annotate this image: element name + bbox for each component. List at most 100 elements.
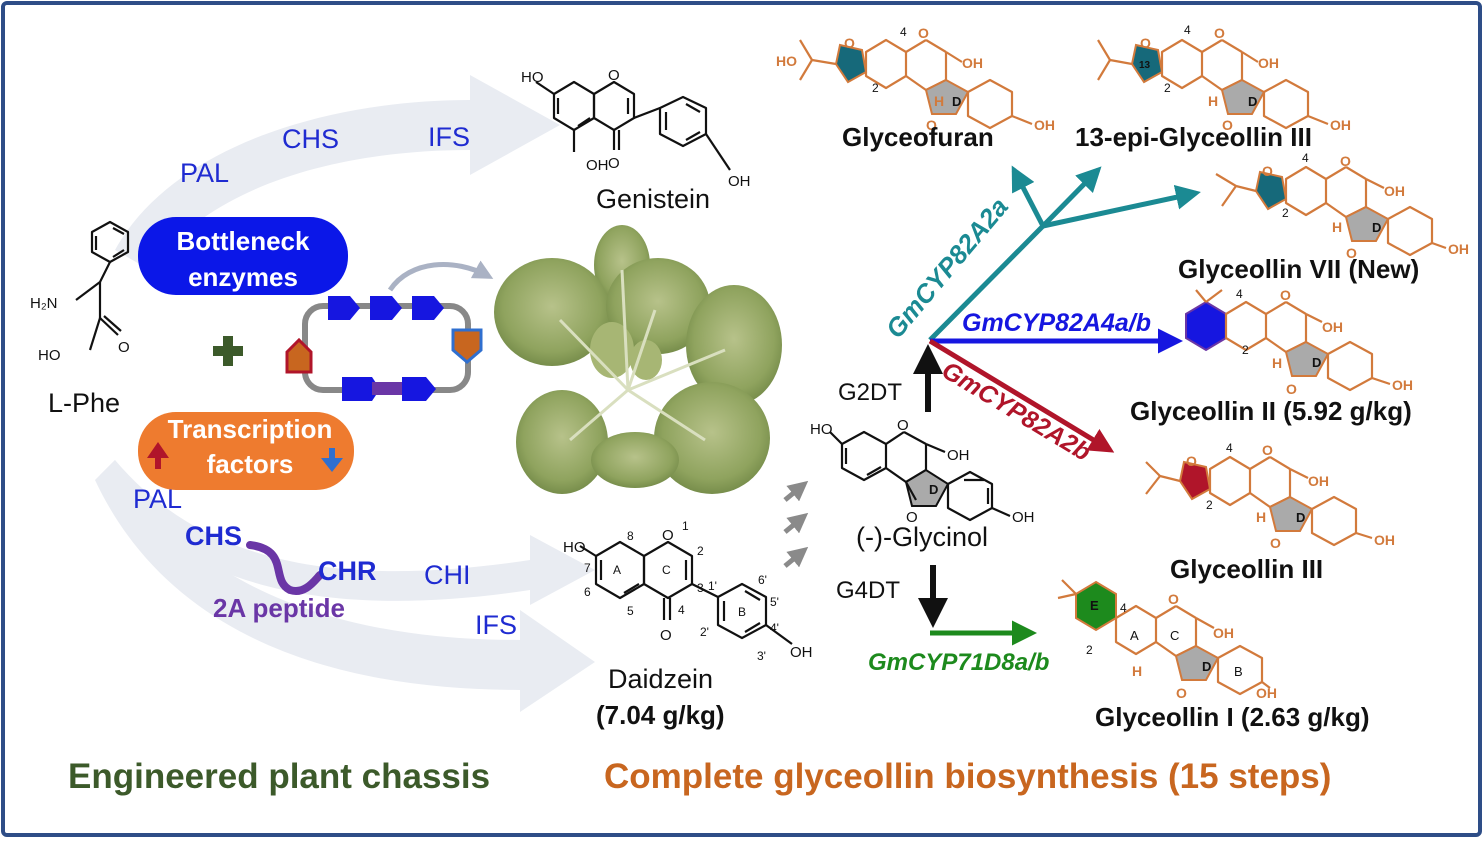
glycinol-oh-9: OH [1012,509,1035,526]
bottleneck-line1: Bottleneck [177,226,310,256]
daidzein-o1: O [662,527,674,544]
glycinol-ho: HO [810,421,833,438]
iii-h: H [1256,509,1266,525]
daidzein-n4p: 4' [770,621,779,635]
glyceollin-vii-label: Glyceollin VII (New) [1178,254,1419,284]
glyceollin-i-structure: O OH O OH H E A C D B 4 2 [1057,579,1277,701]
ii-o-ring: O [1280,287,1291,303]
bottleneck-line2: enzymes [188,262,298,292]
glyceofuran-structure: HO O O OH O OH H D 4 2 [776,25,1055,133]
cyp71d8ab-label: GmCYP71D8a/b [868,649,1049,676]
cyp82a2a-arrows [928,165,1201,342]
iii-o-furan2: O [1270,535,1281,551]
glycinol-oh-6a: OH [947,447,970,464]
iii-o-furan: O [1186,453,1197,469]
chi-label-bottom: CHI [424,560,471,590]
ii-o-furan2: O [1286,381,1297,397]
g4dt-label: G4DT [836,577,900,604]
epi-glyceollin-iii-label: 13-epi-Glyceollin III [1075,122,1312,152]
genistein-structure: HO O OH O OH [521,67,751,190]
vii-oh-9: OH [1448,241,1469,257]
glycinol-o-furan: O [906,509,918,526]
cyp82a4ab-label: GmCYP82A4a/b [962,309,1151,337]
glyceofuran-o-furan2: O [926,117,937,133]
daidzein-n8: 8 [627,529,634,543]
tf-line1: Transcription [168,414,333,444]
genistein-oh-5: OH [586,157,609,174]
glyceofuran-oh-9: OH [1034,117,1055,133]
iii-n2: 2 [1206,498,1213,512]
epi-n13: 13 [1139,60,1151,71]
daidzein-n6p: 6' [758,573,767,587]
cyp82a2b-arrow [928,338,1115,453]
upper-pathway-arrow [115,75,560,270]
i-h: H [1132,663,1142,679]
glycinol-o-ring: O [897,417,909,434]
vii-o-ring: O [1340,153,1351,169]
amine-atom: H₂N [30,295,58,312]
glyceofuran-label: Glyceofuran [842,122,994,152]
epi-o-ring: O [1214,25,1225,41]
tobacco-plant-image [494,225,782,494]
lower-pathway-arrow [95,460,595,712]
daidzein-n1: 1 [682,519,689,533]
glyceollin-i-label: Glyceollin I (2.63 g/kg) [1095,702,1370,732]
transcription-factors-pill [138,412,354,490]
iii-n4: 4 [1226,441,1233,455]
lower-pathway-arrow-inner [100,460,595,605]
glyceollin-ii-label: Glyceollin II (5.92 g/kg) [1130,396,1412,426]
daidzein-n1p: 1' [708,579,717,593]
i-o-ring: O [1168,591,1179,607]
hydroxyl-atom: HO [38,347,61,364]
plus-icon [213,336,243,366]
epi-o-furan2: O [1222,117,1233,133]
l-phe-structure: H₂N HO O [30,220,130,364]
daidzein-ring-b: B [738,605,746,619]
chs-label-top: CHS [282,124,339,154]
epi-o-furan: O [1140,35,1151,51]
daidzein-n7: 7 [584,561,591,575]
glyceofuran-n4: 4 [900,25,907,39]
daidzein-n5: 5 [627,604,634,618]
daidzein-n2p: 2' [700,625,709,639]
daidzein-ring-a: A [613,563,621,577]
iii-o-ring: O [1262,442,1273,458]
iii-oh-9: OH [1374,532,1395,548]
i-ring-c: C [1170,628,1179,643]
glyceollin-iii-label: Glyceollin III [1170,554,1323,584]
daidzein-n3: 3 [697,581,704,595]
daidzein-o4: O [660,627,672,644]
vii-n4: 4 [1302,151,1309,165]
g2dt-label: G2DT [838,379,902,406]
vii-ring-d: D [1372,220,1381,235]
glycinol-label: (-)-Glycinol [856,522,988,552]
genistein-o1: O [608,67,620,84]
genistein-o4: O [608,155,620,172]
genistein-label: Genistein [596,184,710,214]
peptide-label: 2A peptide [213,593,345,623]
daidzein-yield: (7.04 g/kg) [596,700,725,730]
footer-right-title: Complete glyceollin biosynthesis (15 ste… [604,757,1331,796]
iii-oh-6a: OH [1308,473,1329,489]
epi-n4: 4 [1184,23,1191,37]
i-ring-a: A [1130,628,1139,643]
glyceofuran-oh-6a: OH [962,55,983,71]
ii-n2: 2 [1242,343,1249,357]
genistein-oh-4p: OH [728,173,751,190]
glyceofuran-ho: HO [776,53,797,69]
daidzein-n5p: 5' [770,595,779,609]
multi-step-arrows [783,480,809,568]
ii-n4: 4 [1236,287,1243,301]
i-oh-9: OH [1256,685,1277,701]
daidzein-ho-7: HO [563,539,586,556]
vii-oh-6a: OH [1384,183,1405,199]
i-o-furan2: O [1176,685,1187,701]
epi-ring-d: D [1248,94,1257,109]
pal-label-top: PAL [180,158,229,188]
daidzein-n3p: 3' [757,649,766,663]
daidzein-structure: HO O O OH A C B 8 7 6 5 1 2 3 4 1' 2' 3'… [563,519,813,663]
epi-h: H [1208,93,1218,109]
daidzein-label: Daidzein [608,664,713,694]
